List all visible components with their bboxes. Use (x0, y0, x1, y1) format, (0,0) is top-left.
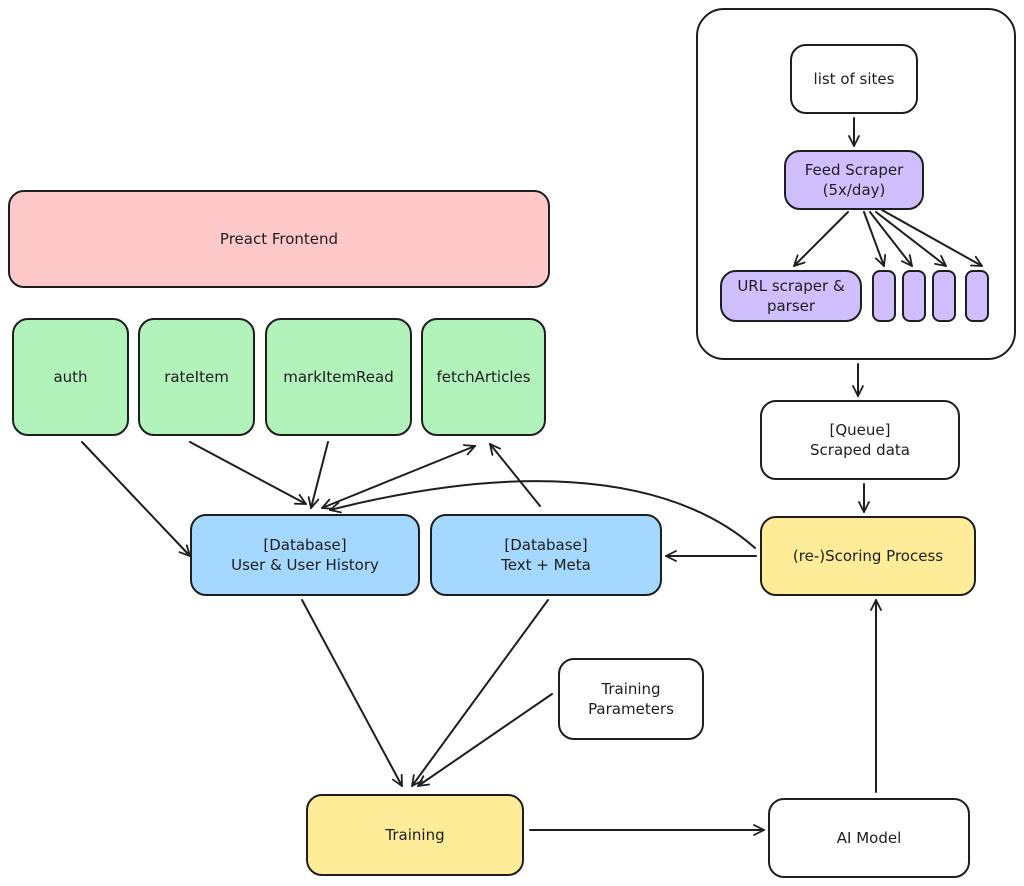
url-scraper-instance-1 (872, 270, 896, 322)
edge-rate-item-to-db-users (189, 441, 307, 505)
feed-scraper-node[interactable]: Feed Scraper (5x/day) (784, 150, 924, 210)
db-text-node[interactable]: [Database] Text + Meta (430, 514, 662, 596)
url-scraper-node[interactable]: URL scraper & parser (720, 270, 862, 322)
url-scraper-instance-3 (932, 270, 956, 322)
fetch-articles-node[interactable]: fetchArticles (421, 318, 546, 436)
edge-auth-to-db-users (81, 441, 191, 557)
edge-db-text-to-training (411, 599, 549, 787)
rate-item-node[interactable]: rateItem (138, 318, 255, 436)
auth-node[interactable]: auth (12, 318, 129, 436)
mark-item-read-node[interactable]: markItemRead (265, 318, 412, 436)
edge-params-to-training (417, 693, 553, 787)
queue-node[interactable]: [Queue] Scraped data (760, 400, 960, 480)
sites-node[interactable]: list of sites (790, 44, 918, 114)
edge-db-text-to-fetch (489, 443, 541, 507)
url-scraper-instance-2 (902, 270, 926, 322)
url-scraper-instance-4 (965, 270, 989, 322)
edge-fetch-db-users (321, 444, 476, 510)
ai-model-node[interactable]: AI Model (768, 798, 970, 878)
training-params-node[interactable]: Training Parameters (558, 658, 704, 740)
frontend-node[interactable]: Preact Frontend (8, 190, 550, 288)
edge-mark-read-to-db-users (307, 441, 329, 509)
db-users-node[interactable]: [Database] User & User History (190, 514, 420, 596)
training-node[interactable]: Training (306, 794, 524, 876)
scoring-node[interactable]: (re-)Scoring Process (760, 516, 976, 596)
edge-db-users-to-training (301, 599, 403, 787)
